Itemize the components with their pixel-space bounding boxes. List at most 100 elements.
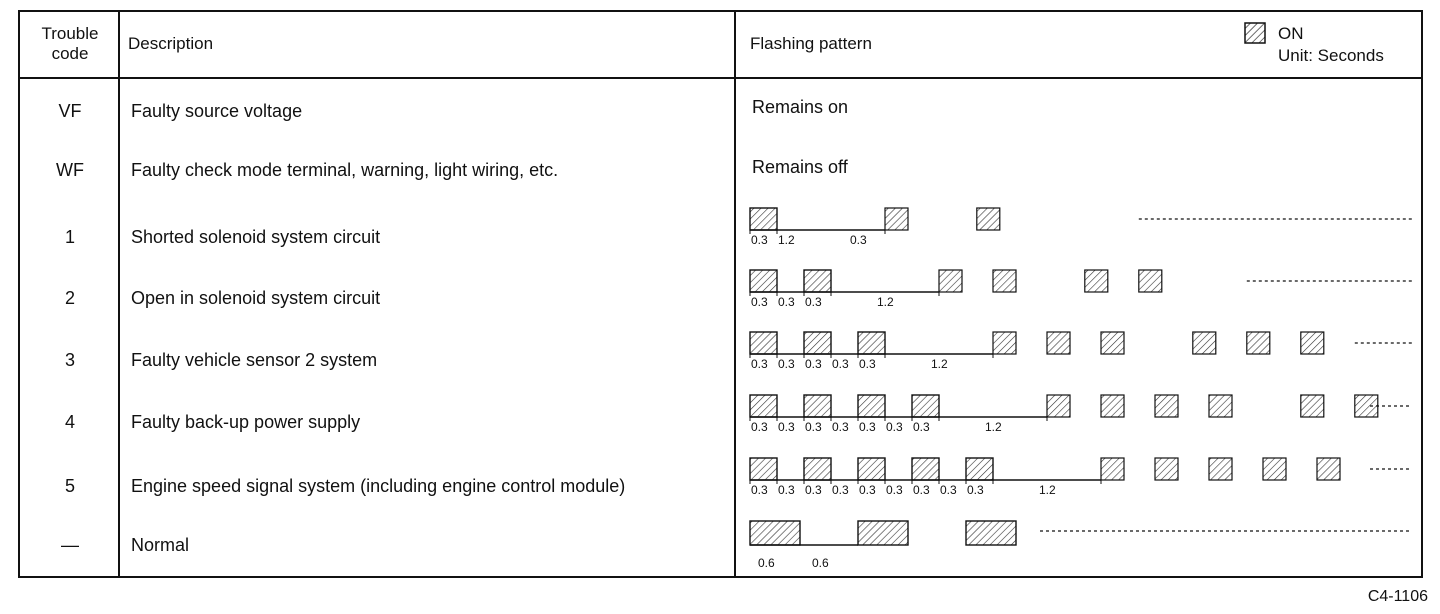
repeat-pulse [1046,331,1071,355]
row-description: Faulty check mode terminal, warning, lig… [131,160,559,180]
interval-label: 0.3 [967,483,984,497]
repeat-pulse [992,269,1017,293]
interval-label: 0.3 [913,420,930,434]
row-description: Faulty vehicle sensor 2 system [131,350,378,370]
row-code: WF [56,160,84,180]
repeat-pulse [1100,394,1125,418]
row-code: 1 [64,227,75,247]
interval-label: 0.3 [850,233,867,247]
on-pulse [749,269,778,293]
legend-on-label: ON [1278,24,1304,43]
repeat-pulse [938,269,963,293]
interval-label: 0.3 [751,233,768,247]
repeat-pulse [1300,331,1325,355]
row-description: Faulty back-up power supply [131,412,361,432]
interval-label: 1.2 [877,295,894,309]
legend-unit-label: Unit: Seconds [1278,46,1384,65]
row-code: — [61,535,79,555]
interval-label: 0.3 [778,420,795,434]
header-divider [18,77,1423,79]
on-pulse [857,520,909,546]
interval-label: 1.2 [985,420,1002,434]
interval-label: 0.3 [859,357,876,371]
on-pulse [749,331,778,355]
trouble-code-header: Trouble code [20,24,120,64]
interval-label: 1.2 [1039,483,1056,497]
interval-label: 0.3 [940,483,957,497]
row-pattern-text: Remains on [752,97,849,117]
interval-label: 0.3 [778,295,795,309]
interval-label: 0.6 [758,556,775,570]
on-pulse [857,331,886,355]
row-description: Faulty source voltage [131,101,303,121]
row-description: Normal [131,535,190,555]
repeat-pulse [1046,394,1071,418]
interval-label: 0.3 [751,357,768,371]
on-pulse [749,520,801,546]
row-description: Open in solenoid system circuit [131,288,381,308]
on-pulse [803,331,832,355]
interval-label: 0.3 [859,420,876,434]
repeat-pulse [884,207,909,231]
legend-on-swatch-icon [1244,22,1266,44]
repeat-pulse [1154,457,1179,481]
description-header: Description [128,34,214,53]
interval-label: 1.2 [931,357,948,371]
interval-label: 0.3 [778,357,795,371]
interval-label: 0.3 [832,357,849,371]
repeat-pulse [1100,331,1125,355]
row-description: Engine speed signal system (including en… [131,476,626,496]
repeat-pulse [976,207,1001,231]
on-pulse [911,394,940,418]
trouble-code-table [18,10,1423,578]
interval-label: 0.3 [778,483,795,497]
interval-label: 0.3 [859,483,876,497]
row-pattern-text: Remains off [752,157,848,177]
interval-label: 1.2 [778,233,795,247]
repeat-pulse [1192,331,1217,355]
repeat-pulse [1084,269,1109,293]
trouble-code-header-line2: code [51,44,89,63]
row-code: 5 [64,476,75,496]
on-pulse [857,394,886,418]
row-code: VF [58,101,82,121]
on-pulse [911,457,940,481]
row-code: 3 [64,350,75,370]
interval-label: 0.3 [832,420,849,434]
interval-label: 0.3 [805,483,822,497]
on-pulse [965,457,994,481]
on-pulse [749,394,778,418]
repeat-pulse [1316,457,1341,481]
trouble-code-header-line1: Trouble [41,24,99,43]
repeat-pulse [1300,394,1325,418]
flashing-pattern-header: Flashing pattern [750,34,872,53]
interval-label: 0.3 [886,483,903,497]
interval-label: 0.3 [805,357,822,371]
figure-id: C4-1106 [1367,588,1428,605]
on-pulse [749,457,778,481]
on-pulse [965,520,1017,546]
repeat-pulse [1154,394,1179,418]
repeat-pulse [1100,457,1125,481]
interval-label: 0.3 [886,420,903,434]
repeat-pulse [1208,394,1233,418]
repeat-pulse [1138,269,1163,293]
on-pulse [803,269,832,293]
row-description: Shorted solenoid system circuit [131,227,381,247]
interval-label: 0.3 [805,420,822,434]
repeat-pulse [1208,457,1233,481]
column-divider [118,10,120,578]
interval-label: 0.3 [751,420,768,434]
interval-label: 0.3 [913,483,930,497]
on-pulse [803,457,832,481]
repeat-pulse [1354,394,1379,418]
on-pulse [803,394,832,418]
interval-label: 0.3 [805,295,822,309]
interval-label: 0.3 [832,483,849,497]
repeat-pulse [992,331,1017,355]
interval-label: 0.3 [751,483,768,497]
row-code: 4 [64,412,75,432]
interval-label: 0.6 [812,556,829,570]
on-pulse [749,207,778,231]
